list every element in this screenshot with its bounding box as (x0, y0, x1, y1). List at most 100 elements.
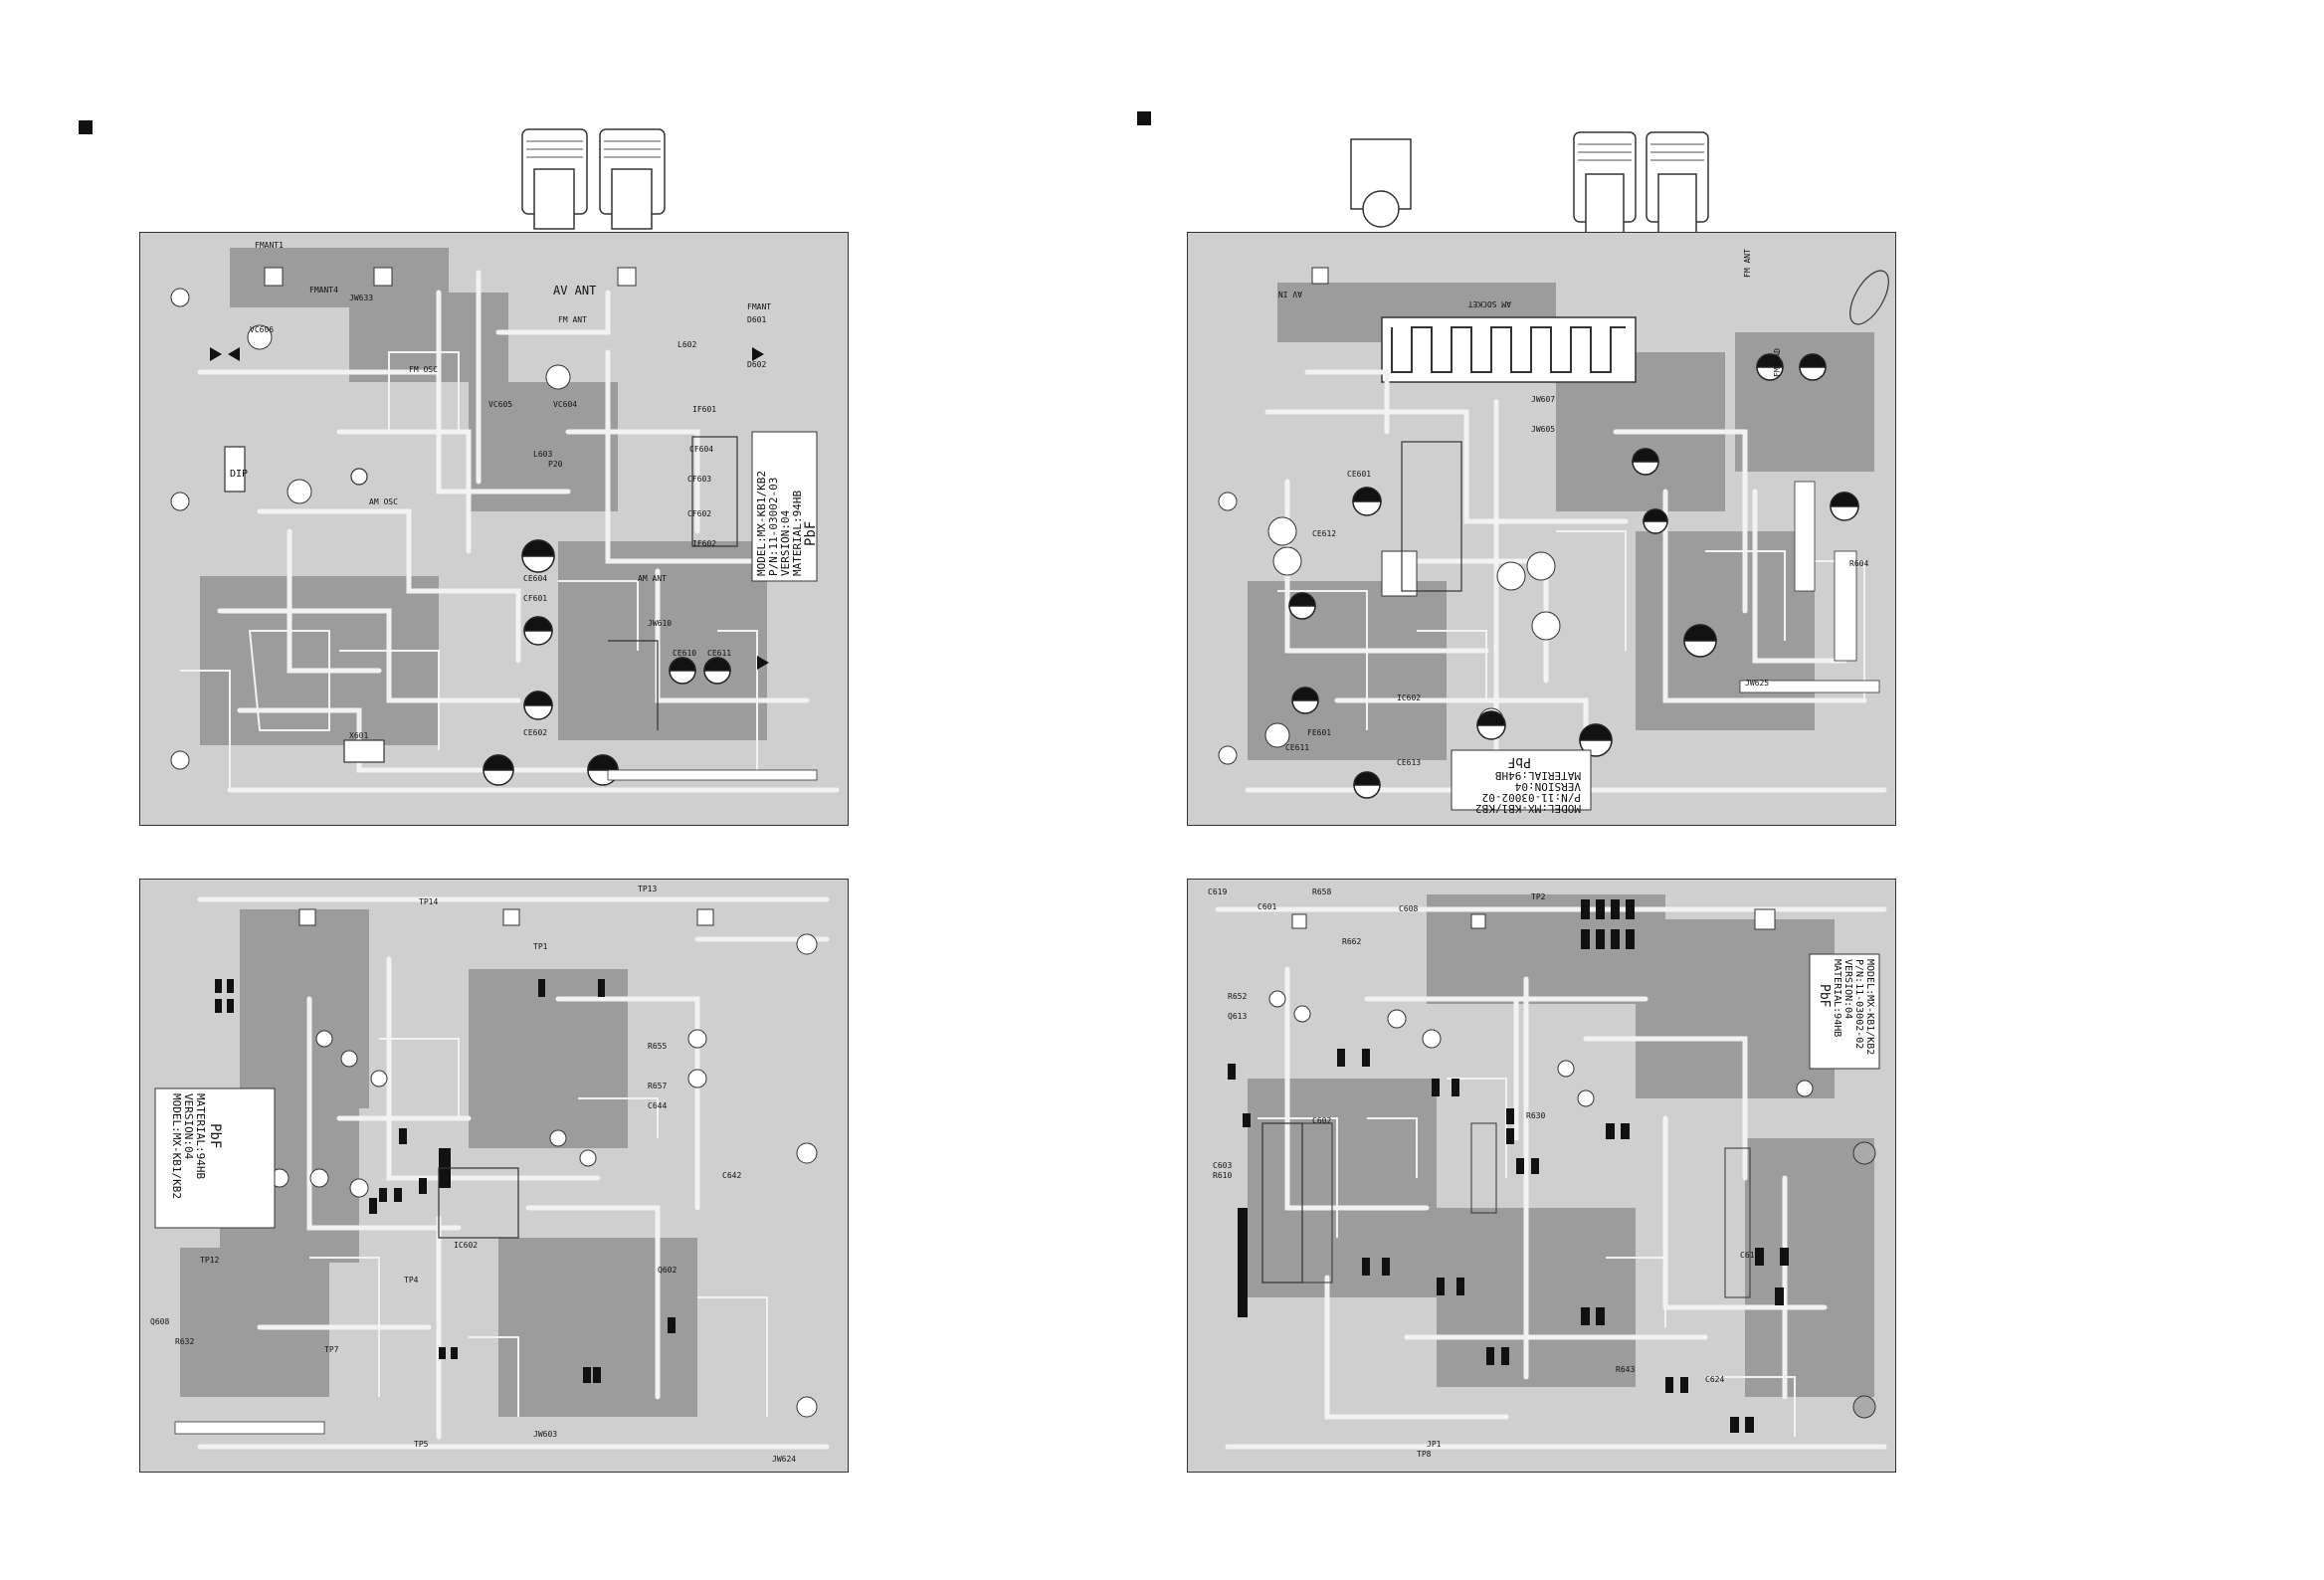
tr-label-ic602: IC602 (1397, 693, 1421, 702)
tr-model-line-5: PbF (1507, 754, 1531, 769)
tl-label-d601: D601 (747, 315, 766, 324)
bl-label-tp5: TP5 (414, 1440, 429, 1449)
bl-label-jw603: JW603 (533, 1430, 557, 1439)
tl-label-jw633: JW633 (349, 294, 373, 302)
tl-label-ce611: CE611 (707, 649, 731, 658)
bl-label-tp14: TP14 (419, 897, 438, 906)
bl-model-line-4: PbF (207, 1123, 223, 1148)
section-bullet-left (79, 120, 93, 134)
tl-label-if602: IF602 (692, 539, 716, 548)
tr-connector-jacks (1350, 131, 1709, 235)
pcb-top-right: MODEL:MX-KB1/KB2 P/N:11-03002-02 VERSION… (1187, 232, 1896, 826)
br-label-tp8: TP8 (1417, 1450, 1432, 1459)
br-model-line-3: VERSION:04 (1842, 959, 1853, 1019)
tl-label-d602: D602 (747, 360, 766, 369)
bl-model-line-1: MODEL:MX-KB1/KB2 (170, 1093, 183, 1199)
tl-label-dip: DIP (230, 469, 248, 480)
bl-label-tp13: TP13 (638, 885, 657, 893)
bl-label-r655: R655 (648, 1042, 667, 1051)
br-label-c619: C619 (1208, 888, 1227, 896)
bl-label-tp7: TP7 (324, 1345, 339, 1354)
tl-label-fm-ant: FM ANT (558, 315, 587, 324)
tl-connector-jacks (521, 128, 666, 230)
tl-label-x601: X601 (349, 731, 368, 740)
tl-model-line-4: MATERIAL:94HB (791, 491, 804, 576)
tl-label-vc606: VC606 (250, 325, 274, 334)
tr-label-fm-pad: FM PAD (1773, 348, 1782, 377)
tr-label-am-socket: AM SOCKET (1467, 299, 1511, 308)
br-model-line-4: MATERIAL:94HB (1832, 959, 1842, 1037)
br-label-r658: R658 (1312, 888, 1331, 896)
pcb-bottom-left: MODEL:MX-KB1/KB2 VERSION:04 MATERIAL:94H… (139, 879, 849, 1473)
bl-label-c644: C644 (648, 1101, 667, 1110)
br-label-r610: R610 (1213, 1171, 1232, 1180)
tl-model-line-5: PbF (803, 521, 819, 546)
tl-label-cf603: CF603 (687, 475, 711, 484)
bl-label-tp4: TP4 (404, 1276, 419, 1284)
bl-label-r657: R657 (648, 1082, 667, 1090)
tl-label-if601: IF601 (692, 405, 716, 414)
bl-label-jw624: JW624 (772, 1455, 796, 1464)
br-label-r643: R643 (1616, 1365, 1635, 1374)
tl-label-fmant: FMANT (747, 302, 771, 311)
tl-label-av-ant: AV ANT (553, 284, 596, 297)
br-model-line-1: MODEL:MX-KB1/KB2 (1864, 959, 1875, 1055)
tl-label-ce602: CE602 (523, 728, 547, 737)
tl-label-ce610: CE610 (673, 649, 696, 658)
pcb-bottom-right: MODEL:MX-KB1/KB2 P/N:11-03002-02 VERSION… (1187, 879, 1896, 1473)
tr-label-ce612: CE612 (1312, 529, 1336, 538)
tl-label-ce604: CE604 (523, 574, 547, 583)
section-bullet-right (1137, 111, 1151, 125)
tr-label-jw625: JW625 (1745, 679, 1769, 688)
tl-model-line-1: MODEL:MX-KB1/KB2 (755, 471, 768, 576)
tr-model-line-3: VERSION:04 (1514, 780, 1581, 793)
br-label-c602: C602 (1312, 1116, 1331, 1125)
bl-model-line-3: MATERIAL:94HB (194, 1093, 207, 1179)
br-label-c624: C624 (1705, 1375, 1724, 1384)
tr-label-fm-ant: FM ANT (1743, 249, 1752, 278)
tl-label-cf601: CF601 (523, 594, 547, 603)
tl-label-cf602: CF602 (687, 509, 711, 518)
tr-label-fe601: FE601 (1307, 728, 1331, 737)
br-label-q613: Q613 (1228, 1012, 1247, 1021)
tl-label-fm-osc: FM OSC (409, 365, 438, 374)
br-label-r662: R662 (1342, 937, 1361, 946)
br-model-line-2: P/N:11-03002-02 (1853, 959, 1864, 1049)
tl-label-cf604: CF604 (689, 445, 713, 454)
tr-label-r604: R604 (1849, 559, 1868, 568)
tr-label-jw605: JW605 (1531, 425, 1555, 434)
br-label-r652: R652 (1228, 992, 1247, 1001)
tl-model-line-2: P/N:11-03002-03 (767, 478, 780, 576)
br-label-c608: C608 (1399, 904, 1418, 913)
br-label-c617: C617 (1740, 1251, 1759, 1260)
tr-label-jw607: JW607 (1531, 395, 1555, 404)
bl-label-r632: R632 (175, 1337, 194, 1346)
tr-label-av-in: AV IN (1278, 290, 1302, 298)
br-label-r630: R630 (1526, 1111, 1545, 1120)
pcb-top-left: MODEL:MX-KB1/KB2 P/N:11-03002-03 VERSION… (139, 232, 849, 826)
bl-label-ic602: IC602 (454, 1241, 478, 1250)
tl-label-fmant4: FMANT4 (309, 286, 338, 295)
bl-label-tp12: TP12 (200, 1256, 219, 1265)
bl-model-line-2: VERSION:04 (182, 1093, 195, 1160)
tl-label-jw610: JW610 (648, 619, 672, 628)
br-label-tp2: TP2 (1531, 892, 1546, 901)
tl-label-l603: L603 (533, 450, 552, 459)
tr-model-line-4: MATERIAL:94HB (1495, 769, 1581, 782)
tr-label-ce613: CE613 (1397, 758, 1421, 767)
tr-label-ce611: CE611 (1285, 743, 1309, 752)
tr-model-line-2: P/N:11-03002-02 (1482, 791, 1581, 804)
tl-label-am-ant: AM ANT (638, 574, 667, 583)
br-model-line-5: PbF (1817, 984, 1832, 1008)
br-label-c601: C601 (1258, 902, 1276, 911)
bl-label-q602: Q602 (658, 1266, 677, 1275)
tl-label-p20: P20 (548, 460, 563, 469)
tl-label-l602: L602 (678, 340, 696, 349)
br-label-jp1: JP1 (1427, 1440, 1442, 1449)
tl-label-vc605: VC605 (488, 400, 512, 409)
bl-label-q608: Q608 (150, 1317, 169, 1326)
br-label-c603: C603 (1213, 1161, 1232, 1170)
bl-label-c642: C642 (722, 1171, 741, 1180)
bl-label-tp1: TP1 (533, 942, 548, 951)
tr-label-ce601: CE601 (1347, 470, 1371, 479)
